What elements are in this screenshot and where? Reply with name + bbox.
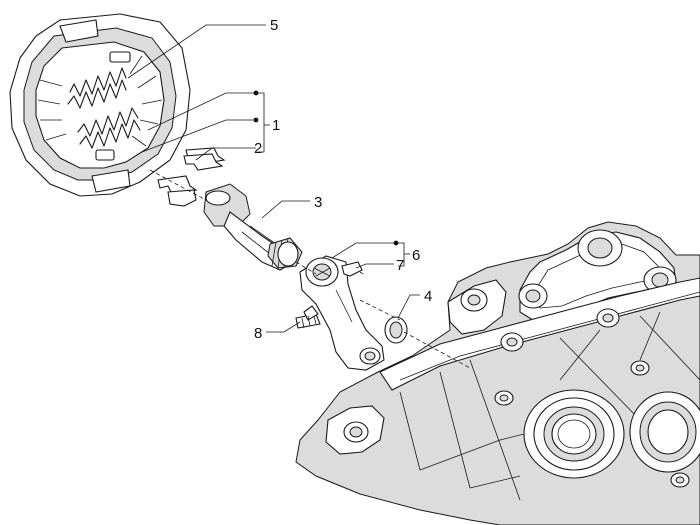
callout-1: 1	[272, 117, 280, 134]
seal-washer	[384, 316, 408, 344]
brake-cam-shaft	[203, 183, 303, 271]
callout-5: 5	[270, 17, 278, 34]
callout-leaders	[127, 24, 420, 333]
callout-3: 3	[314, 194, 322, 211]
engine-crankcase	[295, 221, 700, 525]
assembly-axis-lines	[149, 169, 471, 369]
lever-retaining-clip	[341, 261, 363, 277]
callout-8: 8	[254, 325, 262, 342]
callout-4: 4	[424, 288, 432, 305]
cam-shim-pair	[157, 147, 226, 207]
brake-return-spring	[67, 67, 141, 149]
callout-2: 2	[254, 140, 262, 157]
callout-7: 7	[396, 257, 404, 274]
callout-labels: 5 1 2 3 6 7 4 8	[254, 17, 432, 342]
callout-6: 6	[412, 247, 420, 264]
lever-bolt	[295, 305, 321, 329]
brake-shoe-assembly	[9, 13, 191, 197]
